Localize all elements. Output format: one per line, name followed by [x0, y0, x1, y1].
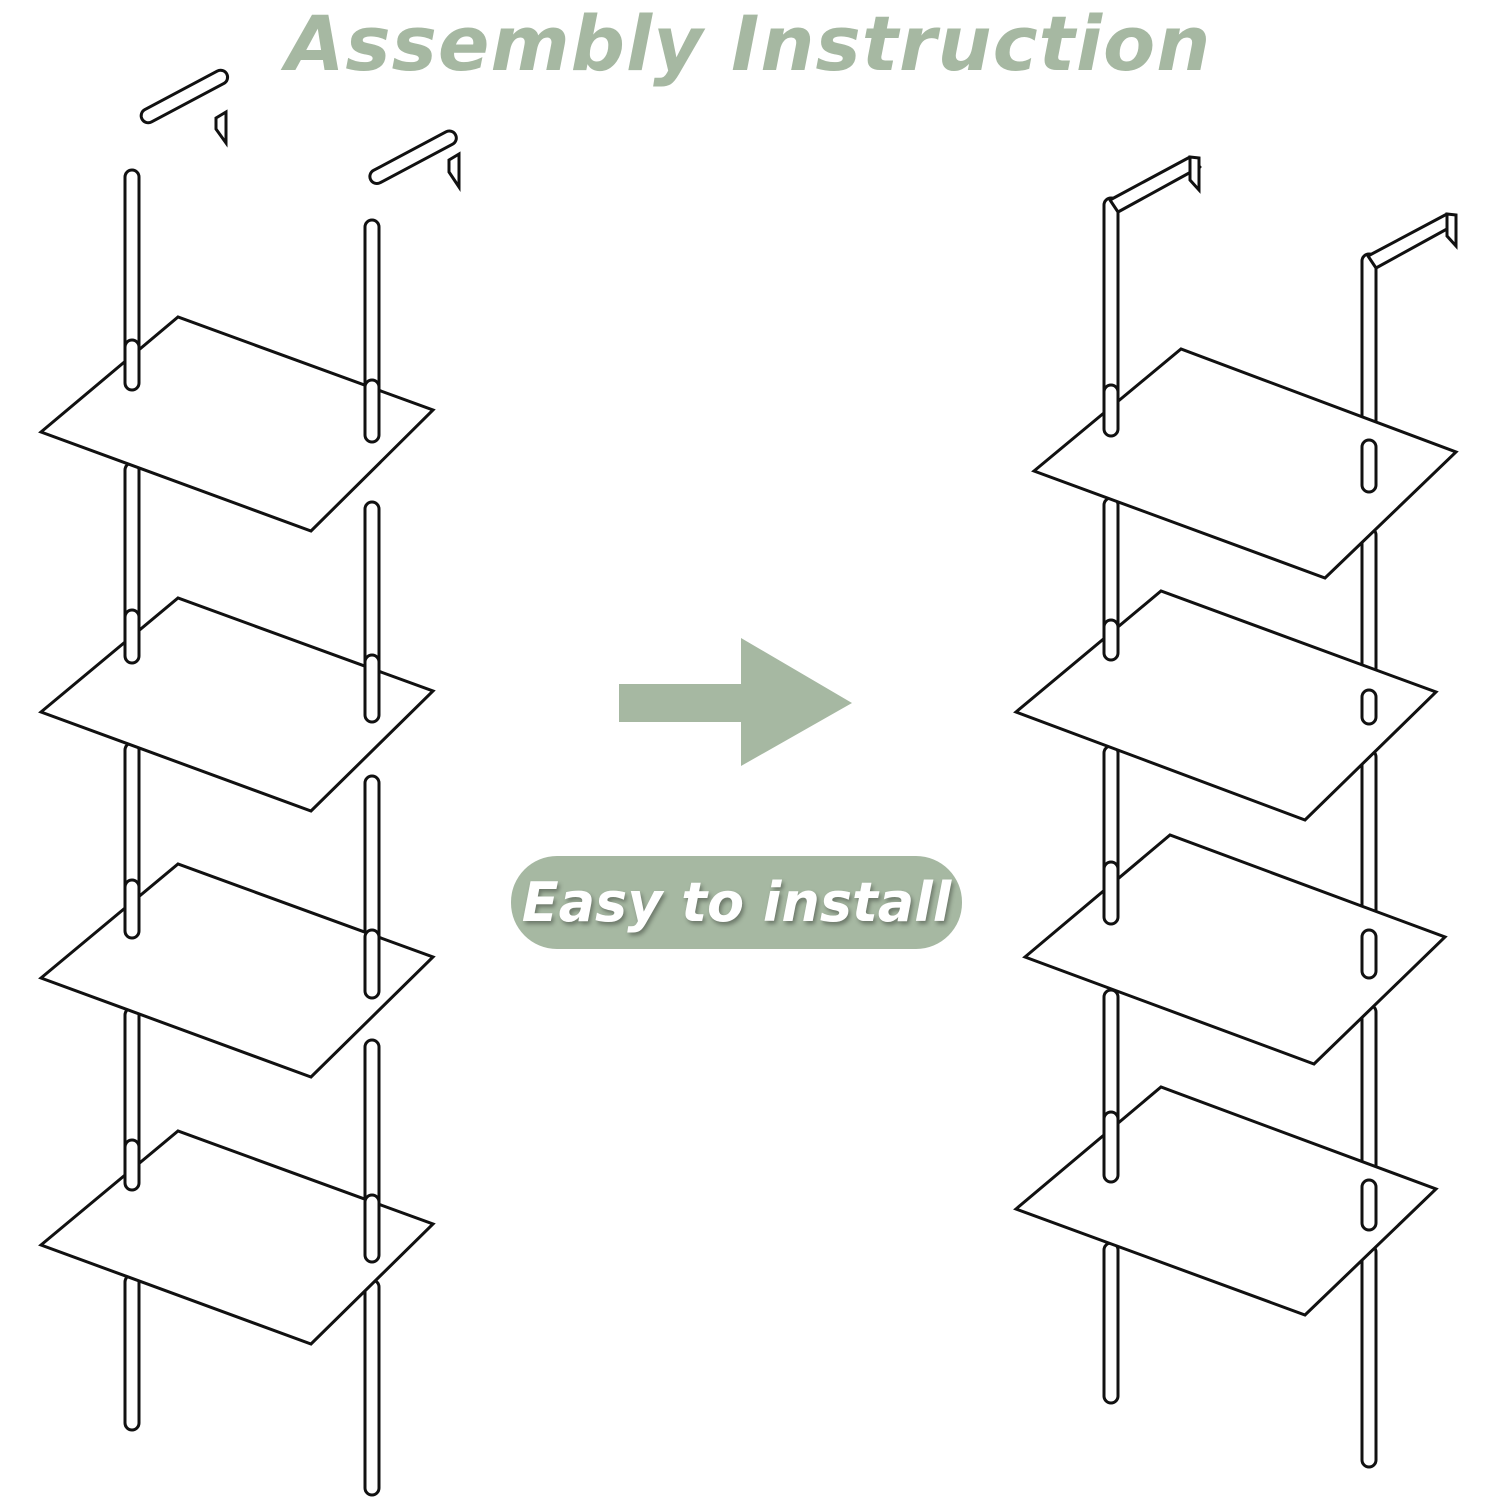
easy-install-badge: Easy to install	[511, 856, 962, 949]
page-title: Assembly Instruction	[285, 0, 1212, 88]
assembled-ladder-shelf	[1013, 155, 1459, 1469]
arrow-right-icon	[619, 638, 852, 766]
shelf-board	[1031, 347, 1459, 580]
shelf-board	[1022, 833, 1448, 1066]
badge-label: Easy to install	[521, 871, 952, 934]
pole-segment	[363, 1278, 381, 1497]
attached-hook-right	[1366, 212, 1458, 270]
loose-hook-right	[368, 129, 461, 192]
disassembled-ladder-shelf	[38, 68, 461, 1497]
pole-segment	[123, 1273, 141, 1432]
loose-hook-left	[139, 68, 230, 148]
attached-hook-left	[1108, 155, 1202, 214]
